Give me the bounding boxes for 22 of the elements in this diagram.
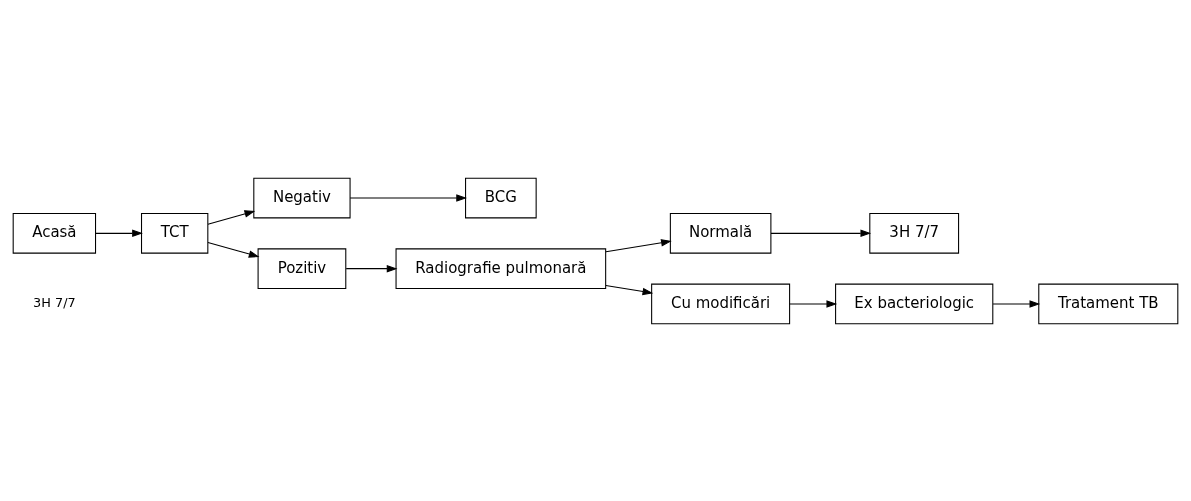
node-box: Cu modificări (651, 283, 791, 324)
arrow (789, 299, 838, 308)
arrow (992, 299, 1041, 308)
node-box: Negativ (253, 177, 351, 218)
arrow (349, 193, 467, 202)
node-box: Ex bacteriologic (835, 283, 994, 324)
node-box: Pozitiv (257, 247, 347, 289)
arrow (207, 209, 256, 225)
node-box: BCG (465, 177, 537, 218)
arrow (345, 264, 398, 272)
node-box: Tratament TB (1038, 283, 1179, 324)
arrow (207, 241, 260, 258)
node-box: Acasă (12, 212, 97, 254)
label: 3H 7/7 (33, 294, 76, 310)
node-box: Normală (669, 212, 772, 254)
node-box: TCT (141, 212, 209, 254)
arrow (770, 229, 872, 237)
arrow (605, 284, 654, 295)
arrow (605, 238, 672, 252)
node-box: 3H 7/7 (869, 212, 960, 254)
node-box: Radiografie pulmonară (395, 247, 607, 289)
arrow (95, 229, 143, 237)
